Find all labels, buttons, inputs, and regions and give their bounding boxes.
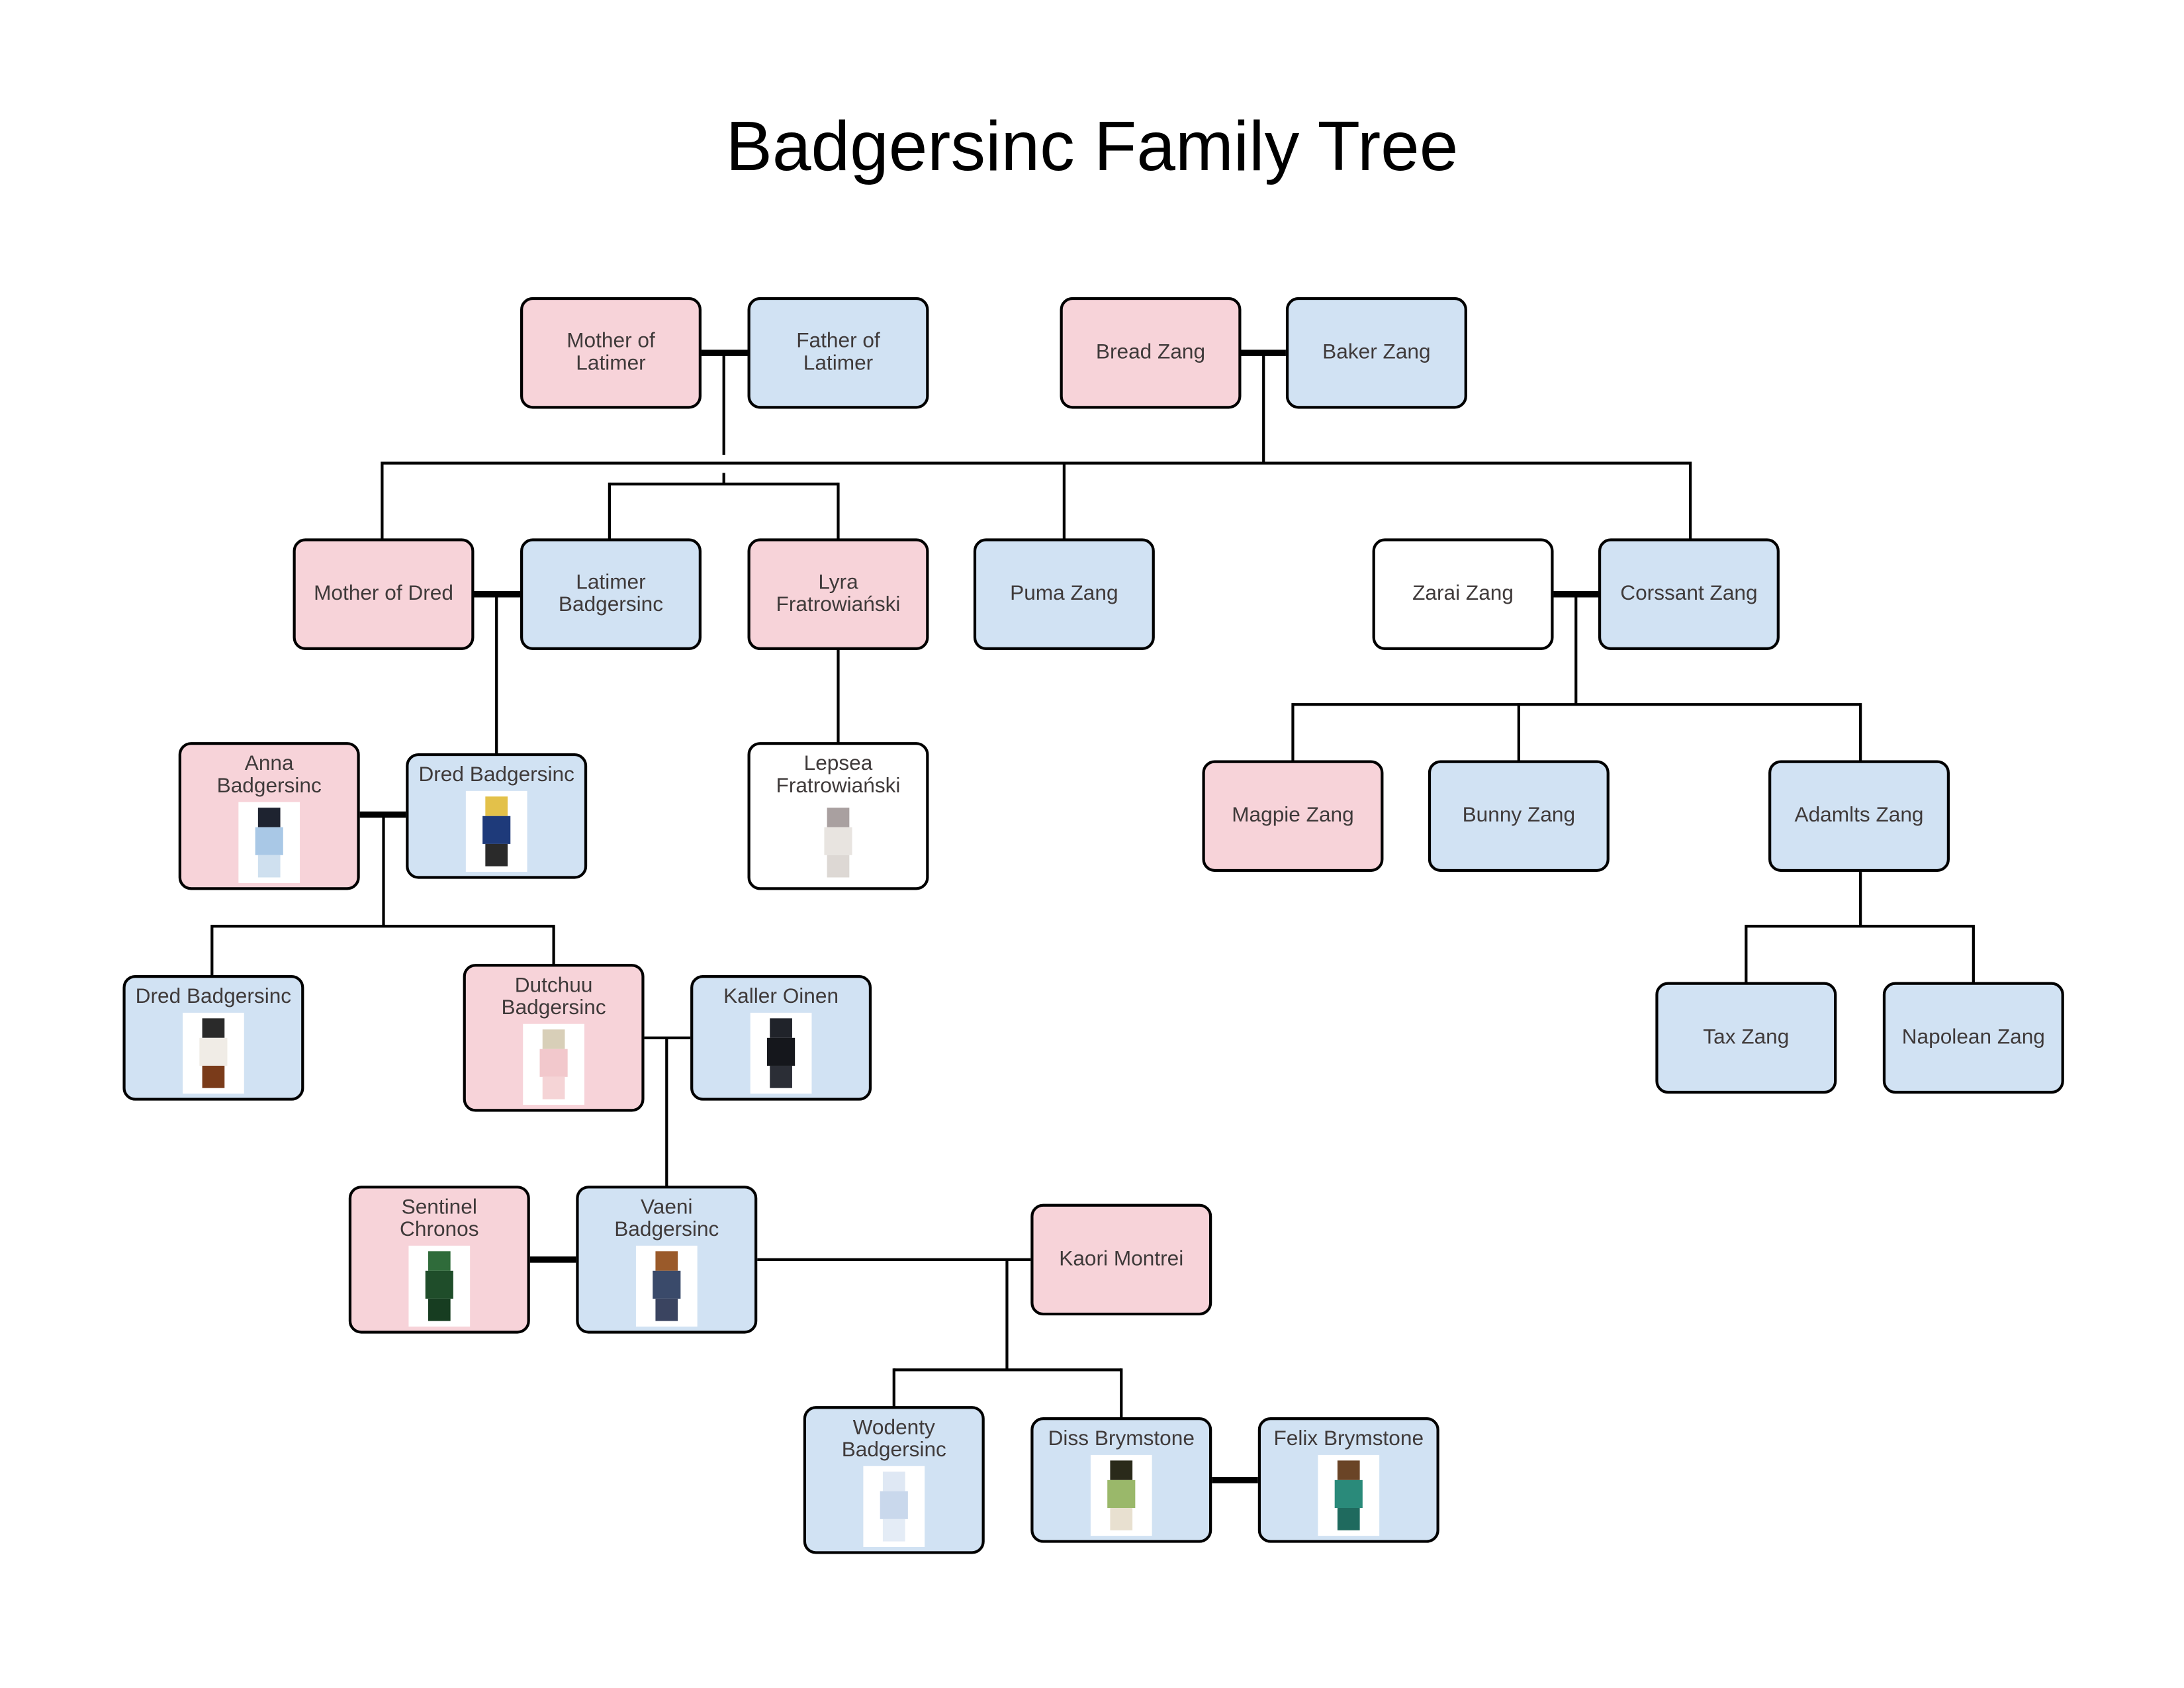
- person-name: Kaller Oinen: [723, 984, 839, 1009]
- avatar-image: [183, 1012, 244, 1094]
- person-vaeni-badgersinc[interactable]: Vaeni Badgersinc: [576, 1186, 758, 1334]
- avatar-image: [750, 1012, 812, 1094]
- person-name: Lepsea Fratrowiański: [776, 751, 901, 798]
- person-dred-badgersinc-2[interactable]: Dred Badgersinc: [122, 975, 304, 1101]
- person-tax-zang[interactable]: Tax Zang: [1655, 982, 1837, 1094]
- person-wodenty-badgersinc[interactable]: Wodenty Badgersinc: [803, 1406, 985, 1554]
- person-puma-zang[interactable]: Puma Zang: [973, 538, 1155, 651]
- person-name: Baker Zang: [1322, 340, 1431, 365]
- avatar-image: [635, 1245, 698, 1327]
- person-name: Bunny Zang: [1462, 803, 1576, 827]
- person-bunny-zang[interactable]: Bunny Zang: [1428, 760, 1610, 872]
- person-name: Puma Zang: [1010, 581, 1118, 606]
- person-anna-badgersinc[interactable]: Anna Badgersinc: [178, 742, 360, 890]
- person-name: Bread Zang: [1095, 340, 1206, 365]
- avatar-image: [1318, 1454, 1380, 1536]
- person-napolean-zang[interactable]: Napolean Zang: [1882, 982, 2064, 1094]
- person-name: Magpie Zang: [1232, 803, 1354, 827]
- person-name: Adamlts Zang: [1794, 803, 1924, 827]
- page-title: Badgersinc Family Tree: [725, 107, 1459, 186]
- person-name: Wodenty Badgersinc: [841, 1415, 946, 1462]
- person-zarai-zang[interactable]: Zarai Zang: [1372, 538, 1554, 651]
- person-kaori-montrei[interactable]: Kaori Montrei: [1030, 1203, 1212, 1316]
- person-name: Dred Badgersinc: [135, 984, 292, 1009]
- person-felix-brymstone[interactable]: Felix Brymstone: [1257, 1417, 1439, 1543]
- person-name: Diss Brymstone: [1048, 1427, 1195, 1451]
- person-name: Father of Latimer: [796, 329, 880, 375]
- avatar-image: [408, 1245, 471, 1327]
- person-name: Zarai Zang: [1412, 581, 1514, 606]
- person-name: Anna Badgersinc: [216, 751, 322, 798]
- avatar-image: [1090, 1454, 1152, 1536]
- person-diss-brymstone[interactable]: Diss Brymstone: [1030, 1417, 1212, 1543]
- person-kaller-oinen[interactable]: Kaller Oinen: [690, 975, 872, 1101]
- person-name: Corssant Zang: [1620, 581, 1758, 606]
- person-name: Mother of Latimer: [567, 329, 655, 375]
- person-name: Kaori Montrei: [1059, 1246, 1184, 1271]
- person-name: Lyra Fratrowiański: [776, 570, 901, 617]
- person-mother-of-dred[interactable]: Mother of Dred: [293, 538, 475, 651]
- person-name: Felix Brymstone: [1273, 1427, 1424, 1451]
- person-adamlts-zang[interactable]: Adamlts Zang: [1768, 760, 1950, 872]
- person-name: Napolean Zang: [1901, 1025, 2045, 1049]
- person-lepsea-fratrowianski[interactable]: Lepsea Fratrowiański: [747, 742, 929, 890]
- person-name: Mother of Dred: [314, 581, 453, 606]
- person-mother-of-latimer[interactable]: Mother of Latimer: [520, 297, 702, 409]
- person-name: Latimer Badgersinc: [558, 570, 664, 617]
- person-name: Sentinel Chronos: [400, 1195, 479, 1242]
- person-baker-zang[interactable]: Baker Zang: [1285, 297, 1467, 409]
- person-latimer-badgersinc[interactable]: Latimer Badgersinc: [520, 538, 702, 651]
- avatar-image: [863, 1466, 925, 1547]
- person-name: Dred Badgersinc: [418, 763, 574, 787]
- avatar-image: [807, 802, 869, 883]
- person-father-of-latimer[interactable]: Father of Latimer: [747, 297, 929, 409]
- person-name: Vaeni Badgersinc: [614, 1195, 719, 1242]
- avatar-image: [465, 790, 527, 872]
- person-dutchuu-badgersinc[interactable]: Dutchuu Badgersinc: [463, 964, 645, 1112]
- person-sentinel-chronos[interactable]: Sentinel Chronos: [348, 1186, 530, 1334]
- person-name: Dutchuu Badgersinc: [501, 973, 606, 1020]
- person-name: Tax Zang: [1703, 1025, 1790, 1049]
- person-bread-zang[interactable]: Bread Zang: [1060, 297, 1242, 409]
- person-dred-badgersinc[interactable]: Dred Badgersinc: [406, 753, 588, 879]
- person-magpie-zang[interactable]: Magpie Zang: [1202, 760, 1384, 872]
- avatar-image: [523, 1023, 584, 1105]
- avatar-image: [238, 802, 300, 883]
- person-corssant-zang[interactable]: Corssant Zang: [1598, 538, 1780, 651]
- person-lyra-fratrowianski[interactable]: Lyra Fratrowiański: [747, 538, 929, 651]
